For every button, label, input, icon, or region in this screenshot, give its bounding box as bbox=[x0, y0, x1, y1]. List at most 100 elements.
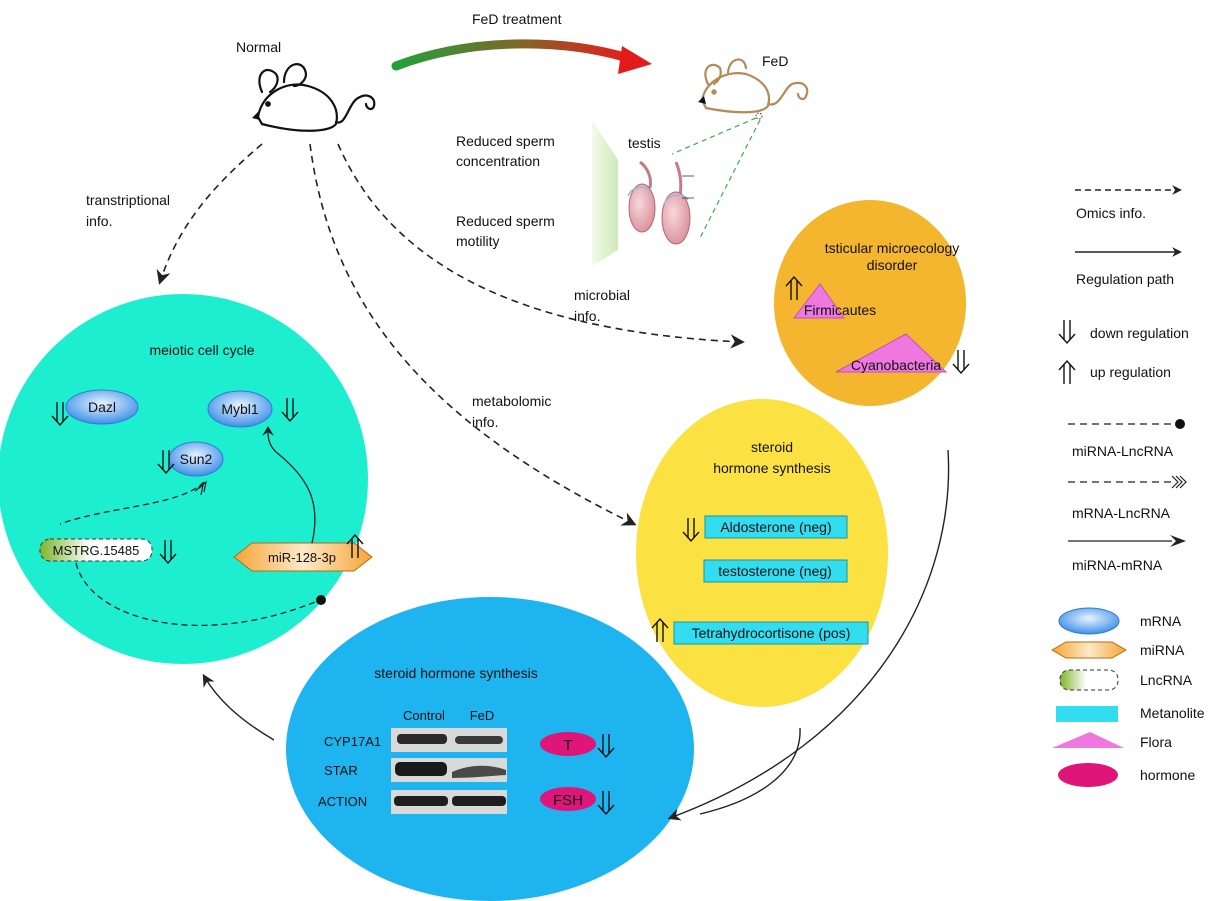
microbial-label-line1: microbial bbox=[574, 287, 630, 303]
metabolomic-label-line2: info. bbox=[472, 414, 498, 430]
sperm-motility-line2: motility bbox=[456, 233, 500, 249]
microecology-title-line1: tsticular microecology bbox=[825, 240, 960, 256]
steroid-blue-title: steroid hormone synthesis bbox=[374, 665, 537, 681]
metabolite-testosterone bbox=[703, 559, 848, 583]
treatment-label: FeD treatment bbox=[472, 11, 562, 27]
legend-flora-shape bbox=[1052, 732, 1124, 748]
legend-mrna-label: mRNA bbox=[1140, 613, 1182, 629]
legend-mirna-lncrna-label: miRNA-LncRNA bbox=[1072, 443, 1174, 459]
sperm-effect-wedge bbox=[592, 120, 618, 266]
wb-row-star: STAR bbox=[324, 763, 358, 778]
legend-flora-label: Flora bbox=[1140, 734, 1172, 750]
legend-omics-label: Omics info. bbox=[1076, 205, 1146, 221]
legend-hormone-shape bbox=[1058, 763, 1118, 787]
wb-column-fed: FeD bbox=[470, 708, 495, 723]
sperm-motility-line1: Reduced sperm bbox=[456, 213, 555, 229]
regulation-arrow-microecology bbox=[667, 449, 950, 821]
legend-down-arrow-icon bbox=[1058, 320, 1076, 345]
zoom-line-bottom bbox=[699, 119, 761, 239]
hormone-t bbox=[540, 732, 596, 756]
legend-lncrna-label: LncRNA bbox=[1140, 672, 1193, 688]
legend-mirna-shape bbox=[1050, 641, 1128, 659]
steroid-yellow-title-line2: hormone synthesis bbox=[713, 460, 831, 476]
hormone-fsh-label: FSH bbox=[553, 792, 583, 809]
normal-mouse-icon bbox=[256, 63, 376, 132]
mybl1-feather-marker-icon bbox=[262, 426, 274, 436]
mybl1-down-arrow-icon bbox=[281, 398, 299, 423]
western-blot-action bbox=[391, 790, 507, 814]
mrna-mybl1 bbox=[207, 390, 273, 428]
legend-mrna-shape bbox=[1058, 607, 1120, 635]
hormone-t-down-arrow-icon bbox=[597, 734, 615, 759]
testis-label: testis bbox=[628, 135, 661, 151]
legend-down-label: down regulation bbox=[1090, 325, 1189, 341]
lncrna-mstrg-label: MSTRG.15485 bbox=[53, 543, 140, 558]
lncrna-mir-link bbox=[75, 562, 321, 626]
legend-up-label: up regulation bbox=[1090, 364, 1171, 380]
tetrahydrocortisone-up-arrow-icon bbox=[651, 617, 669, 642]
fed-label: FeD bbox=[762, 53, 788, 69]
regulation-arrow-metabolite bbox=[699, 727, 801, 815]
legend-mrna-lncrna-label: mRNA-LncRNA bbox=[1072, 505, 1171, 521]
flora-firmicautes bbox=[792, 283, 845, 319]
transcriptional-label-line2: info. bbox=[86, 213, 112, 229]
mrna-dazl-label: Dazl bbox=[88, 399, 116, 415]
legend: Omics info. Regulation path down regulat… bbox=[1050, 185, 1205, 787]
sun2-feather-marker-icon bbox=[194, 480, 207, 496]
cyanobacteria-down-arrow-icon bbox=[952, 350, 970, 375]
flora-firmicautes-label: Firmicautes bbox=[804, 302, 876, 318]
legend-up-arrow-icon bbox=[1058, 359, 1076, 384]
meiotic-title: meiotic cell cycle bbox=[149, 342, 254, 358]
sun2-down-arrow-icon bbox=[157, 450, 175, 475]
aldosterone-down-arrow-icon bbox=[682, 518, 700, 543]
wb-row-action: ACTION bbox=[318, 794, 367, 809]
transcriptional-label-line1: transtriptional bbox=[86, 192, 170, 208]
normal-mouse-nose-icon bbox=[252, 112, 260, 120]
normal-label: Normal bbox=[236, 39, 281, 55]
flora-cyanobacteria bbox=[835, 333, 948, 373]
legend-mirna-mrna-feather-icon bbox=[1170, 535, 1186, 547]
firmicautes-up-arrow-icon bbox=[785, 275, 803, 300]
fed-mouse-icon bbox=[700, 58, 809, 114]
sperm-concentration-line2: concentration bbox=[456, 153, 540, 169]
western-blot-star bbox=[391, 758, 507, 782]
metabolomic-arrow bbox=[309, 143, 637, 526]
hormone-t-label: T bbox=[563, 737, 572, 754]
zoom-line-top bbox=[671, 117, 757, 155]
wb-row-cyp17a1: CYP17A1 bbox=[324, 734, 381, 749]
testis-location-icon bbox=[755, 112, 763, 120]
legend-mirna-mrna-label: miRNA-mRNA bbox=[1072, 557, 1163, 573]
microbial-label-line2: info. bbox=[574, 308, 600, 324]
steroid-yellow-title-line1: steroid bbox=[751, 439, 793, 455]
legend-mirna-label: miRNA bbox=[1140, 642, 1185, 658]
lncrna-mir-dot bbox=[316, 595, 326, 605]
mstrg-down-arrow-icon bbox=[159, 540, 177, 565]
wb-column-control: Control bbox=[403, 708, 445, 723]
lncrna-mstrg bbox=[39, 538, 153, 562]
transcriptional-arrow bbox=[156, 143, 263, 285]
legend-lncrna-shape bbox=[1059, 669, 1119, 691]
metabolite-tetrahydrocortisone bbox=[673, 621, 869, 645]
treatment-arrowhead bbox=[618, 46, 652, 74]
metabolite-aldosterone-label: Aldosterone (neg) bbox=[720, 519, 831, 535]
legend-mirna-lncrna-dot bbox=[1175, 419, 1185, 429]
sun2-lncrna-link bbox=[59, 481, 205, 525]
microbial-arrow bbox=[337, 143, 745, 349]
testis-illustration-icon bbox=[627, 160, 694, 245]
fed-mouse-nose-icon bbox=[698, 96, 706, 104]
hormone-fsh bbox=[540, 787, 596, 811]
metabolite-testosterone-label: testosterone (neg) bbox=[718, 563, 832, 579]
metabolite-tetrahydrocortisone-label: Tetrahydrocortisone (pos) bbox=[692, 625, 851, 641]
legend-regulation-label: Regulation path bbox=[1076, 271, 1174, 287]
metabolite-aldosterone bbox=[704, 515, 848, 539]
legend-mrna-lncrna-feather-icon bbox=[1171, 475, 1187, 489]
hormone-fsh-down-arrow-icon bbox=[597, 791, 615, 816]
mrna-sun2-label: Sun2 bbox=[180, 451, 213, 467]
mirna-128-3p bbox=[233, 542, 373, 572]
mir-mybl1-link bbox=[267, 431, 316, 544]
metabolomic-label-line1: metabolomic bbox=[472, 393, 551, 409]
western-blot-cyp17a1 bbox=[391, 728, 507, 752]
mirna-128-3p-label: miR-128-3p bbox=[268, 550, 336, 565]
